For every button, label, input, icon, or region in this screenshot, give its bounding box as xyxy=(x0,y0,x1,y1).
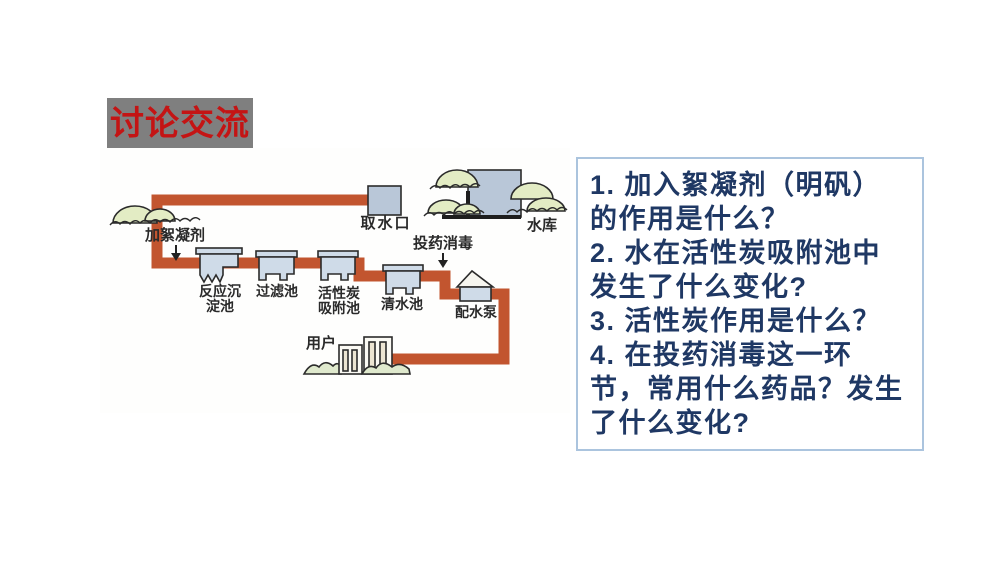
ground-right xyxy=(360,362,411,375)
question-line: 1. 加入絮凝剂（明矾） xyxy=(590,170,882,200)
pump-house-graphic xyxy=(455,269,496,302)
label-users: 用户 xyxy=(305,336,336,352)
question-line: 4. 在投药消毒这一环 xyxy=(590,340,853,370)
question-line: 节，常用什么药品？发生 xyxy=(590,374,904,404)
clear-water-tank-graphic xyxy=(382,264,424,295)
label-intake: 取水口 xyxy=(360,216,412,232)
reaction-sedimentation-tank-graphic xyxy=(195,247,243,284)
questions-box: 1. 加入絮凝剂（明矾） 的作用是什么？ 2. 水在活性炭吸附池中 发生了什么变… xyxy=(576,157,924,451)
label-reaction-tank: 反应沉 淀池 xyxy=(199,285,241,315)
water-treatment-diagram: 加絮凝剂 取水口 水库 投药消毒 反应沉 淀池 过滤池 活性炭 吸附池 清水池 … xyxy=(100,148,570,413)
intake-box xyxy=(367,185,402,216)
users-buildings-graphic xyxy=(302,336,411,375)
ground-left xyxy=(302,361,342,375)
dosing-arrow xyxy=(438,253,448,268)
title-box: 讨论交流 xyxy=(107,98,253,148)
label-reservoir: 水库 xyxy=(526,218,557,234)
question-line: 发生了什么变化? xyxy=(590,272,808,302)
carbon-adsorption-tank-graphic xyxy=(317,250,359,281)
reservoir-graphic xyxy=(423,169,568,219)
reservoir-hill-top-left xyxy=(435,169,479,188)
question-line: 2. 水在活性炭吸附池中 xyxy=(590,238,882,268)
label-dosing: 投药消毒 xyxy=(412,236,473,252)
source-hills-graphic xyxy=(109,205,201,226)
page-title: 讨论交流 xyxy=(110,106,250,143)
flocculant-arrow xyxy=(171,245,181,261)
filter-tank-graphic xyxy=(255,250,298,281)
label-filter-tank: 过滤池 xyxy=(256,285,298,300)
question-line: 3. 活性炭作用是什么？ xyxy=(590,306,882,336)
label-add-flocculant: 加絮凝剂 xyxy=(144,228,205,244)
reservoir-hill-right-1 xyxy=(510,182,554,200)
label-clear-tank: 清水池 xyxy=(381,298,423,313)
label-carbon-tank: 活性炭 吸附池 xyxy=(318,287,360,317)
label-pump: 配水泵 xyxy=(455,306,497,321)
water-treatment-schematic xyxy=(109,169,568,375)
question-line: 的作用是什么？ xyxy=(590,204,790,234)
question-line: 了什么变化? xyxy=(590,408,751,438)
